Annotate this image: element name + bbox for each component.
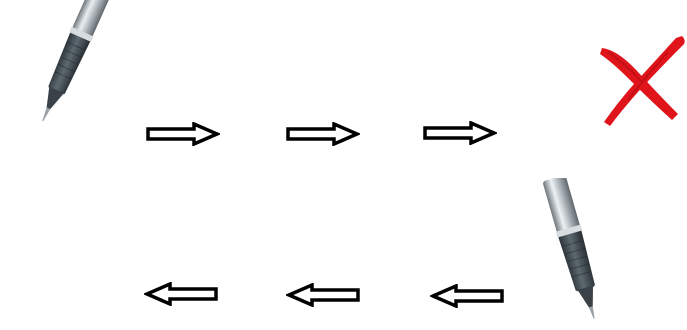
red-x-icon: [598, 30, 687, 130]
arrow-left-icon-1: [144, 282, 218, 306]
pen-icon-top-left: [18, 0, 128, 160]
arrow-right-icon-2: [286, 122, 360, 146]
arrow-left-icon-3: [430, 284, 504, 308]
arrow-right-icon-1: [146, 122, 220, 146]
arrow-right-icon-3: [423, 121, 497, 145]
pen-icon: [515, 178, 625, 330]
pen-icon-bottom-right: [515, 178, 625, 330]
pen-icon: [18, 0, 128, 160]
arrow-left-icon-2: [286, 283, 360, 307]
